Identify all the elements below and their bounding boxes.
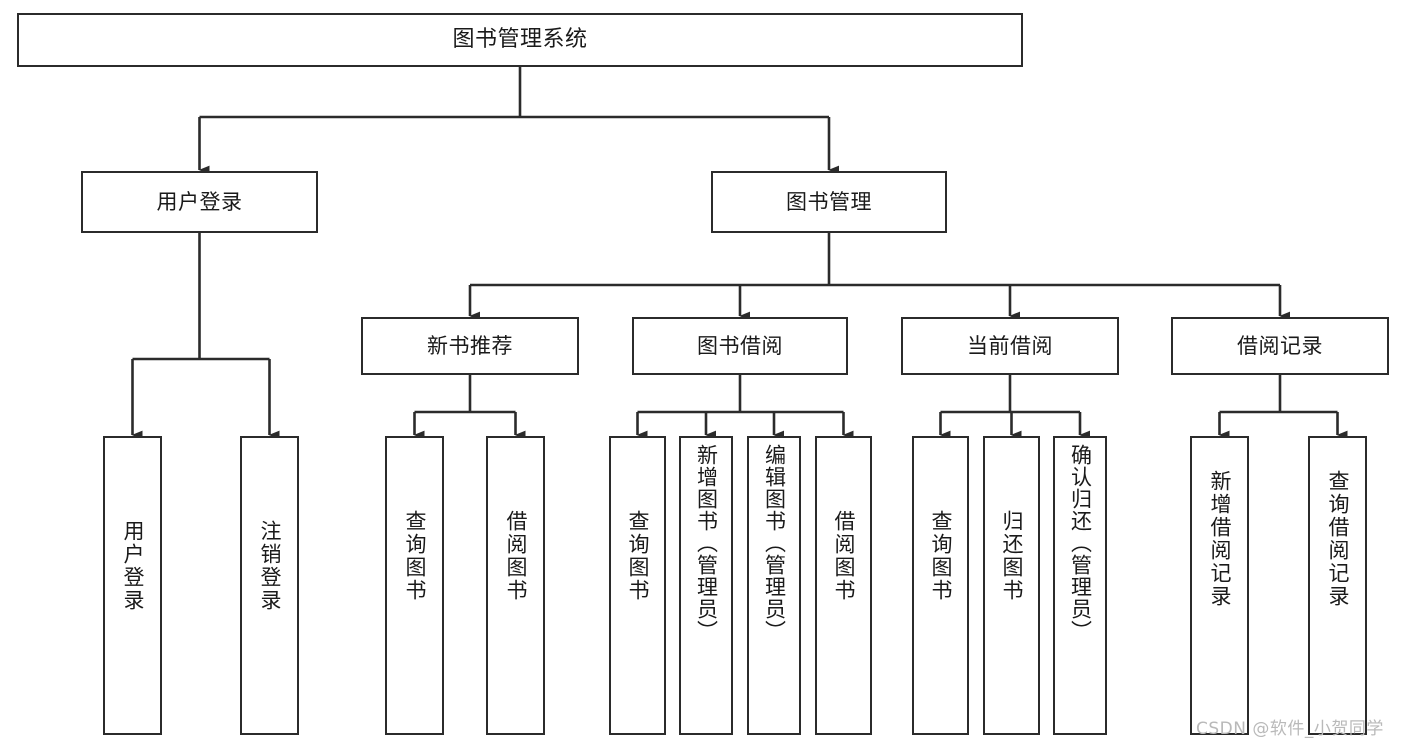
node-book-manage[interactable]: 图书管理 [711, 171, 947, 233]
node-leaf-return-book-label: 归还图书 [1000, 510, 1024, 602]
node-leaf-add-book[interactable]: 新增图书（管理员） [679, 436, 733, 735]
node-borrow-record-label: 借阅记录 [1237, 333, 1323, 358]
node-leaf-confirm-return-label: 确认归还（管理员） [1068, 444, 1093, 642]
node-leaf-user-login[interactable]: 用户登录 [103, 436, 162, 735]
node-leaf-borrow-book-2-label: 借阅图书 [832, 510, 856, 602]
node-leaf-logout-label: 注销登录 [258, 520, 282, 612]
node-leaf-query-book-1-label: 查询图书 [403, 510, 427, 602]
node-leaf-query-borrow-record-label: 查询借阅记录 [1326, 470, 1350, 608]
node-user-login-label: 用户登录 [156, 189, 243, 214]
node-leaf-edit-book[interactable]: 编辑图书（管理员） [747, 436, 801, 735]
node-leaf-query-book-2-label: 查询图书 [626, 510, 650, 602]
node-leaf-return-book[interactable]: 归还图书 [983, 436, 1040, 735]
node-user-login[interactable]: 用户登录 [81, 171, 318, 233]
node-root[interactable]: 图书管理系统 [17, 13, 1023, 67]
node-borrow-record[interactable]: 借阅记录 [1171, 317, 1389, 375]
node-leaf-query-book-3-label: 查询图书 [929, 510, 953, 602]
node-leaf-borrow-book-2[interactable]: 借阅图书 [815, 436, 872, 735]
node-current-borrow[interactable]: 当前借阅 [901, 317, 1119, 375]
node-leaf-logout[interactable]: 注销登录 [240, 436, 299, 735]
watermark-text: CSDN @软件_小贺同学 [1196, 719, 1384, 739]
node-book-borrow[interactable]: 图书借阅 [632, 317, 848, 375]
node-leaf-add-borrow-record[interactable]: 新增借阅记录 [1190, 436, 1249, 735]
node-new-book-recommend-label: 新书推荐 [427, 333, 513, 358]
node-root-label: 图书管理系统 [452, 27, 588, 53]
node-leaf-query-book-3[interactable]: 查询图书 [912, 436, 969, 735]
node-leaf-edit-book-label: 编辑图书（管理员） [762, 444, 787, 642]
node-leaf-query-book-2[interactable]: 查询图书 [609, 436, 666, 735]
node-leaf-borrow-book-1-label: 借阅图书 [504, 510, 528, 602]
node-leaf-borrow-book-1[interactable]: 借阅图书 [486, 436, 545, 735]
node-current-borrow-label: 当前借阅 [967, 333, 1053, 358]
node-book-manage-label: 图书管理 [786, 189, 872, 214]
node-leaf-query-book-1[interactable]: 查询图书 [385, 436, 444, 735]
node-leaf-add-book-label: 新增图书（管理员） [694, 444, 719, 642]
node-leaf-query-borrow-record[interactable]: 查询借阅记录 [1308, 436, 1367, 735]
node-leaf-confirm-return[interactable]: 确认归还（管理员） [1053, 436, 1107, 735]
node-new-book-recommend[interactable]: 新书推荐 [361, 317, 579, 375]
node-book-borrow-label: 图书借阅 [697, 333, 783, 358]
node-leaf-user-login-label: 用户登录 [121, 520, 145, 612]
node-leaf-add-borrow-record-label: 新增借阅记录 [1208, 470, 1232, 608]
